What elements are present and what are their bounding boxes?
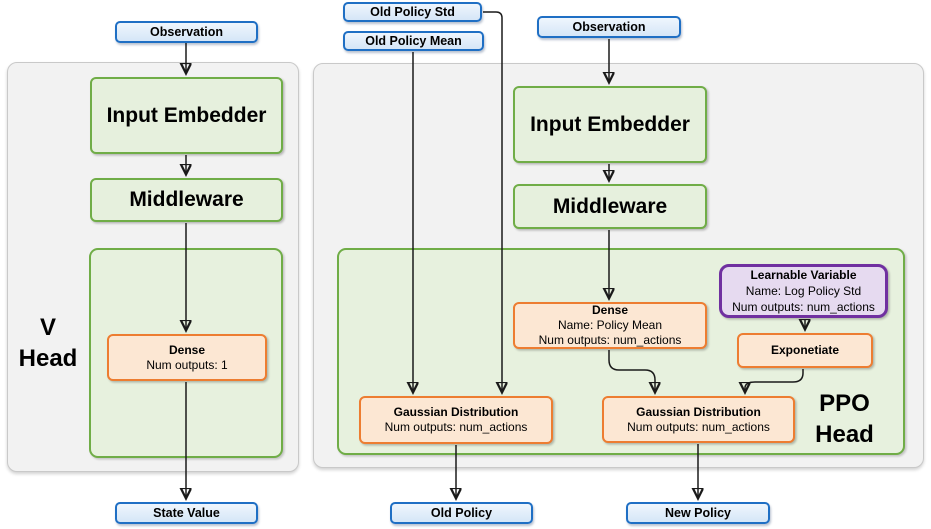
old-policy-output: Old Policy	[390, 502, 533, 524]
v-head-label-bottom: Head	[18, 345, 78, 372]
new-policy-output: New Policy	[626, 502, 770, 524]
middleware-v-label: Middleware	[129, 188, 244, 211]
gaussian-old-line1: Num outputs: num_actions	[384, 420, 528, 434]
exponetiate-node: Exponetiate	[737, 333, 873, 368]
observation-input-v-label: Observation	[150, 25, 223, 39]
observation-input-ppo-label: Observation	[572, 20, 646, 34]
gaussian-distribution-new-node: Gaussian Distribution Num outputs: num_a…	[602, 396, 795, 443]
policy-mean-dense-line2: Num outputs: num_actions	[538, 333, 682, 347]
observation-input-v: Observation	[115, 21, 258, 43]
input-embedder-ppo-label: Input Embedder	[530, 112, 690, 136]
gaussian-old-title: Gaussian Distribution	[393, 405, 519, 419]
middleware-ppo-label: Middleware	[552, 194, 668, 218]
learnable-variable-title: Learnable Variable	[750, 268, 857, 282]
policy-mean-dense-node: Dense Name: Policy Mean Num outputs: num…	[513, 302, 707, 349]
old-policy-mean-label: Old Policy Mean	[365, 34, 462, 48]
old-policy-mean-input: Old Policy Mean	[343, 31, 484, 51]
policy-mean-dense-line1: Name: Policy Mean	[557, 318, 663, 332]
dense-v-line1: Num outputs: 1	[146, 357, 228, 372]
old-policy-std-label: Old Policy Std	[370, 5, 455, 19]
learnable-variable-line2: Num outputs: num_actions	[732, 300, 875, 314]
learnable-variable-line1: Name: Log Policy Std	[745, 284, 862, 298]
new-policy-output-label: New Policy	[665, 506, 731, 520]
state-value-output-label: State Value	[153, 506, 220, 520]
observation-input-ppo: Observation	[537, 16, 681, 38]
ppo-head-label: PPO Head	[797, 388, 892, 450]
v-head-label: V Head	[8, 312, 88, 374]
middleware-ppo-node: Middleware	[513, 184, 707, 229]
v-head-label-top: V	[39, 314, 56, 341]
input-embedder-v-label: Input Embedder	[106, 103, 267, 127]
gaussian-distribution-old-node: Gaussian Distribution Num outputs: num_a…	[359, 396, 553, 444]
exponetiate-label: Exponetiate	[770, 343, 839, 357]
gaussian-new-title: Gaussian Distribution	[636, 404, 761, 419]
gaussian-new-line1: Num outputs: num_actions	[627, 419, 770, 434]
ppo-head-label-top: PPO	[819, 390, 870, 417]
state-value-output: State Value	[115, 502, 258, 524]
old-policy-std-input: Old Policy Std	[343, 2, 482, 22]
dense-v-title: Dense	[168, 342, 206, 357]
policy-mean-dense-title: Dense	[591, 303, 629, 317]
dense-v-node: Dense Num outputs: 1	[107, 334, 267, 381]
old-policy-output-label: Old Policy	[430, 506, 493, 520]
ppo-head-label-bottom: Head	[815, 421, 874, 448]
input-embedder-v-node: Input Embedder	[90, 77, 283, 154]
middleware-v-node: Middleware	[90, 178, 283, 222]
input-embedder-ppo-node: Input Embedder	[513, 86, 707, 163]
learnable-variable-node: Learnable Variable Name: Log Policy Std …	[719, 264, 888, 318]
